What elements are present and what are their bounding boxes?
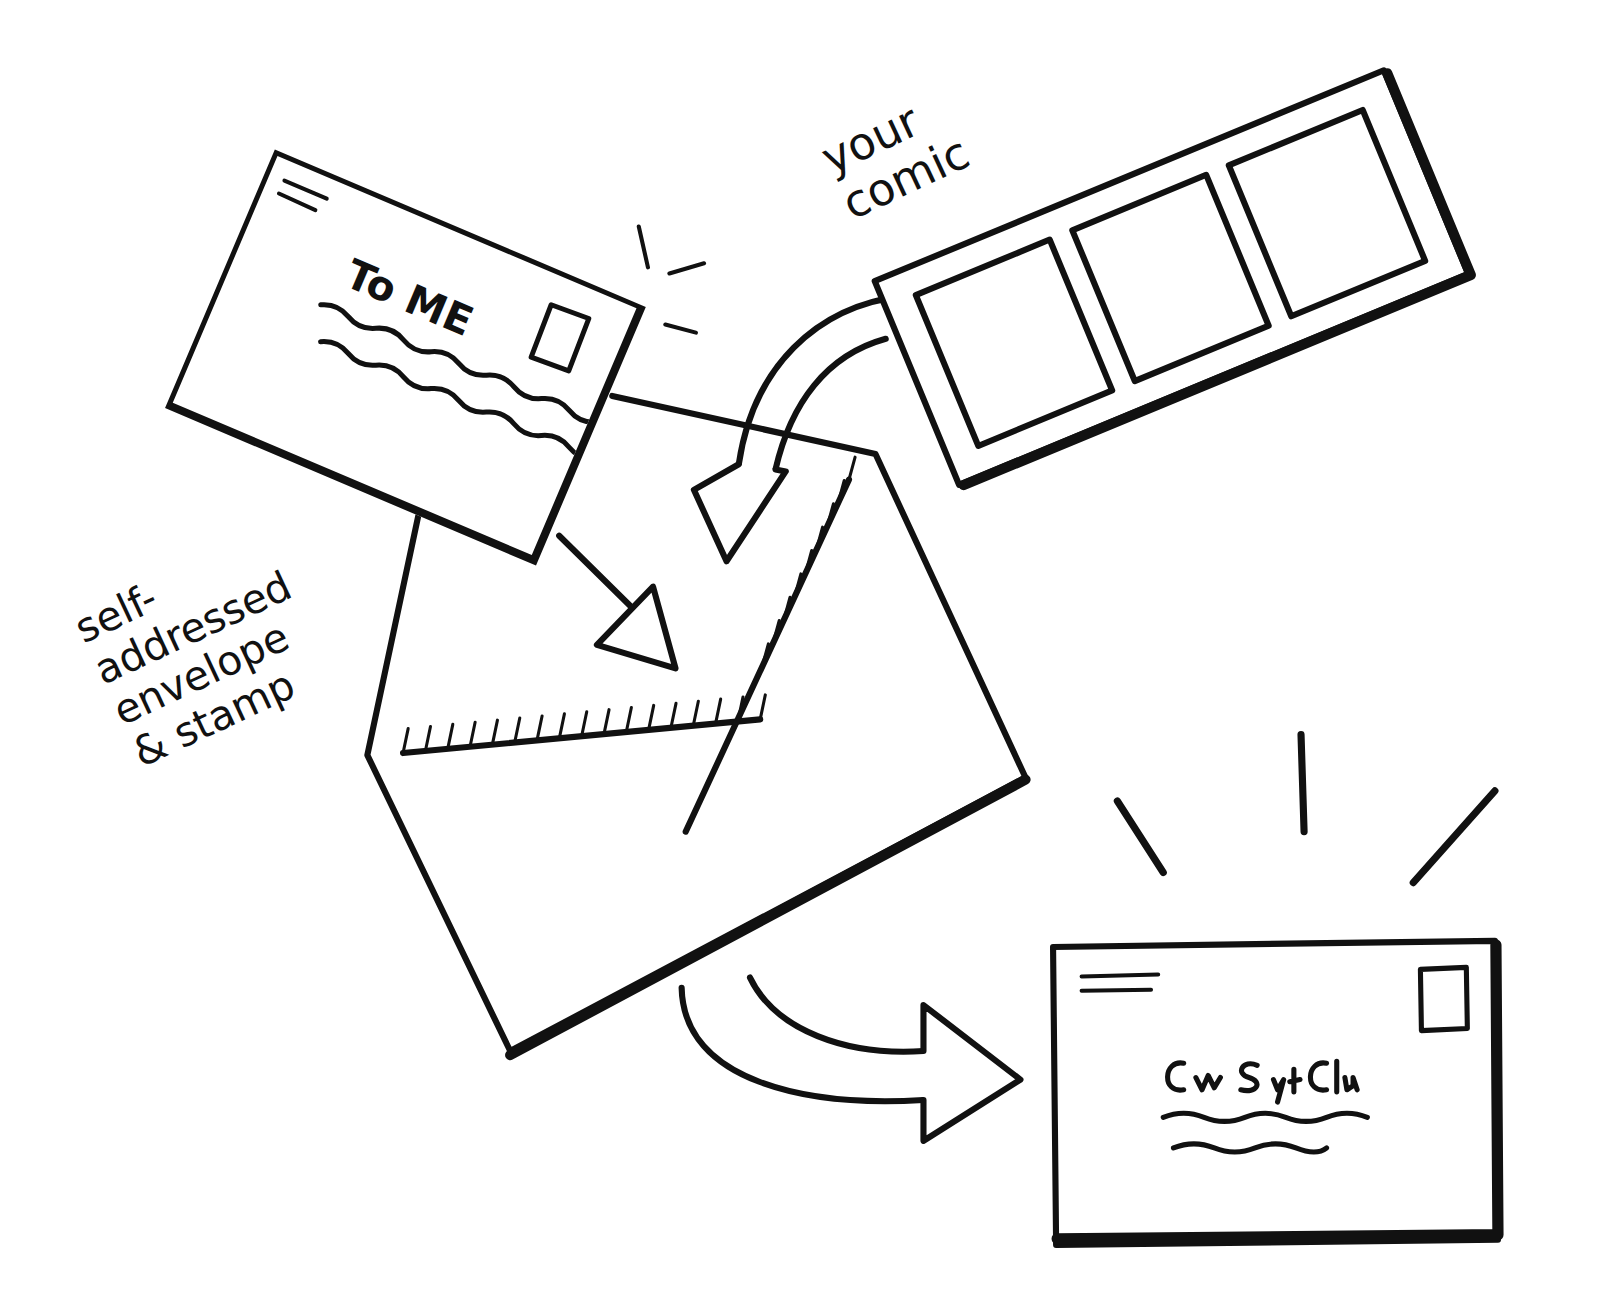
address-squiggle xyxy=(319,301,636,449)
hatch-stroke xyxy=(515,718,520,742)
hatch-stroke xyxy=(403,729,408,753)
hatch-stroke xyxy=(762,644,768,666)
hatch-stroke xyxy=(760,695,765,719)
hatch-stroke xyxy=(838,480,844,502)
shine-rays xyxy=(639,227,704,333)
hatch-stroke xyxy=(784,597,790,619)
hatch-stroke xyxy=(827,504,833,526)
envelope-shadow-edge xyxy=(1057,945,1498,1239)
arrow-head xyxy=(694,464,786,561)
hatch-stroke xyxy=(806,551,812,573)
recipient-scribble xyxy=(1168,1061,1358,1102)
arrow-head xyxy=(597,587,676,669)
return-address-lines xyxy=(278,180,326,212)
mailed-envelope xyxy=(1053,941,1498,1245)
comic-panel xyxy=(916,240,1112,446)
return-address-lines xyxy=(1082,974,1159,990)
curved-arrow xyxy=(750,978,923,1052)
hatch-stroke xyxy=(559,714,564,738)
hatch-stroke xyxy=(716,699,721,723)
handwritten-label: self-addressed envelope & stamp xyxy=(68,521,340,778)
address-squiggle xyxy=(1173,1144,1326,1152)
comic-panel xyxy=(1229,110,1425,316)
hatch-stroke xyxy=(795,574,801,596)
hatch-stroke xyxy=(582,712,587,736)
curved-arrow xyxy=(776,339,886,470)
hatch-stroke xyxy=(425,726,430,750)
comic-frame-shadow xyxy=(880,73,1471,485)
handwritten-label: self-addressed envelope & stamp xyxy=(68,521,340,778)
hatch-stroke xyxy=(470,722,475,746)
envelope-address: To ME xyxy=(339,251,479,344)
hatch-stroke xyxy=(773,621,779,643)
hatch-stroke xyxy=(649,705,654,729)
comic-frame xyxy=(875,70,1468,484)
arrow-shaft xyxy=(559,536,635,610)
hatch-stroke xyxy=(671,703,676,727)
arrow-head xyxy=(923,1005,1020,1141)
stamp xyxy=(1420,967,1467,1030)
hatch-stroke xyxy=(537,716,542,740)
handwritten-label: your comic xyxy=(815,80,982,229)
comic-strip xyxy=(875,70,1471,487)
comic-panel xyxy=(1072,175,1268,381)
stamp xyxy=(529,303,590,373)
hatch-stroke xyxy=(626,708,631,732)
curved-arrow xyxy=(682,988,924,1101)
hatch-stroke xyxy=(738,697,743,721)
handwritten-label: your comic xyxy=(815,80,982,229)
hatch-stroke xyxy=(816,527,822,549)
hatch-stroke xyxy=(693,701,698,725)
address-squiggle xyxy=(1163,1113,1367,1121)
hatch-stroke xyxy=(604,710,609,734)
hatch-stroke xyxy=(448,724,453,748)
hatch-stroke xyxy=(849,457,855,479)
shine-rays xyxy=(1117,735,1495,883)
address-squiggle xyxy=(319,338,598,463)
envelope-shadow-edge xyxy=(510,780,1025,1056)
hatch-stroke xyxy=(492,720,497,744)
